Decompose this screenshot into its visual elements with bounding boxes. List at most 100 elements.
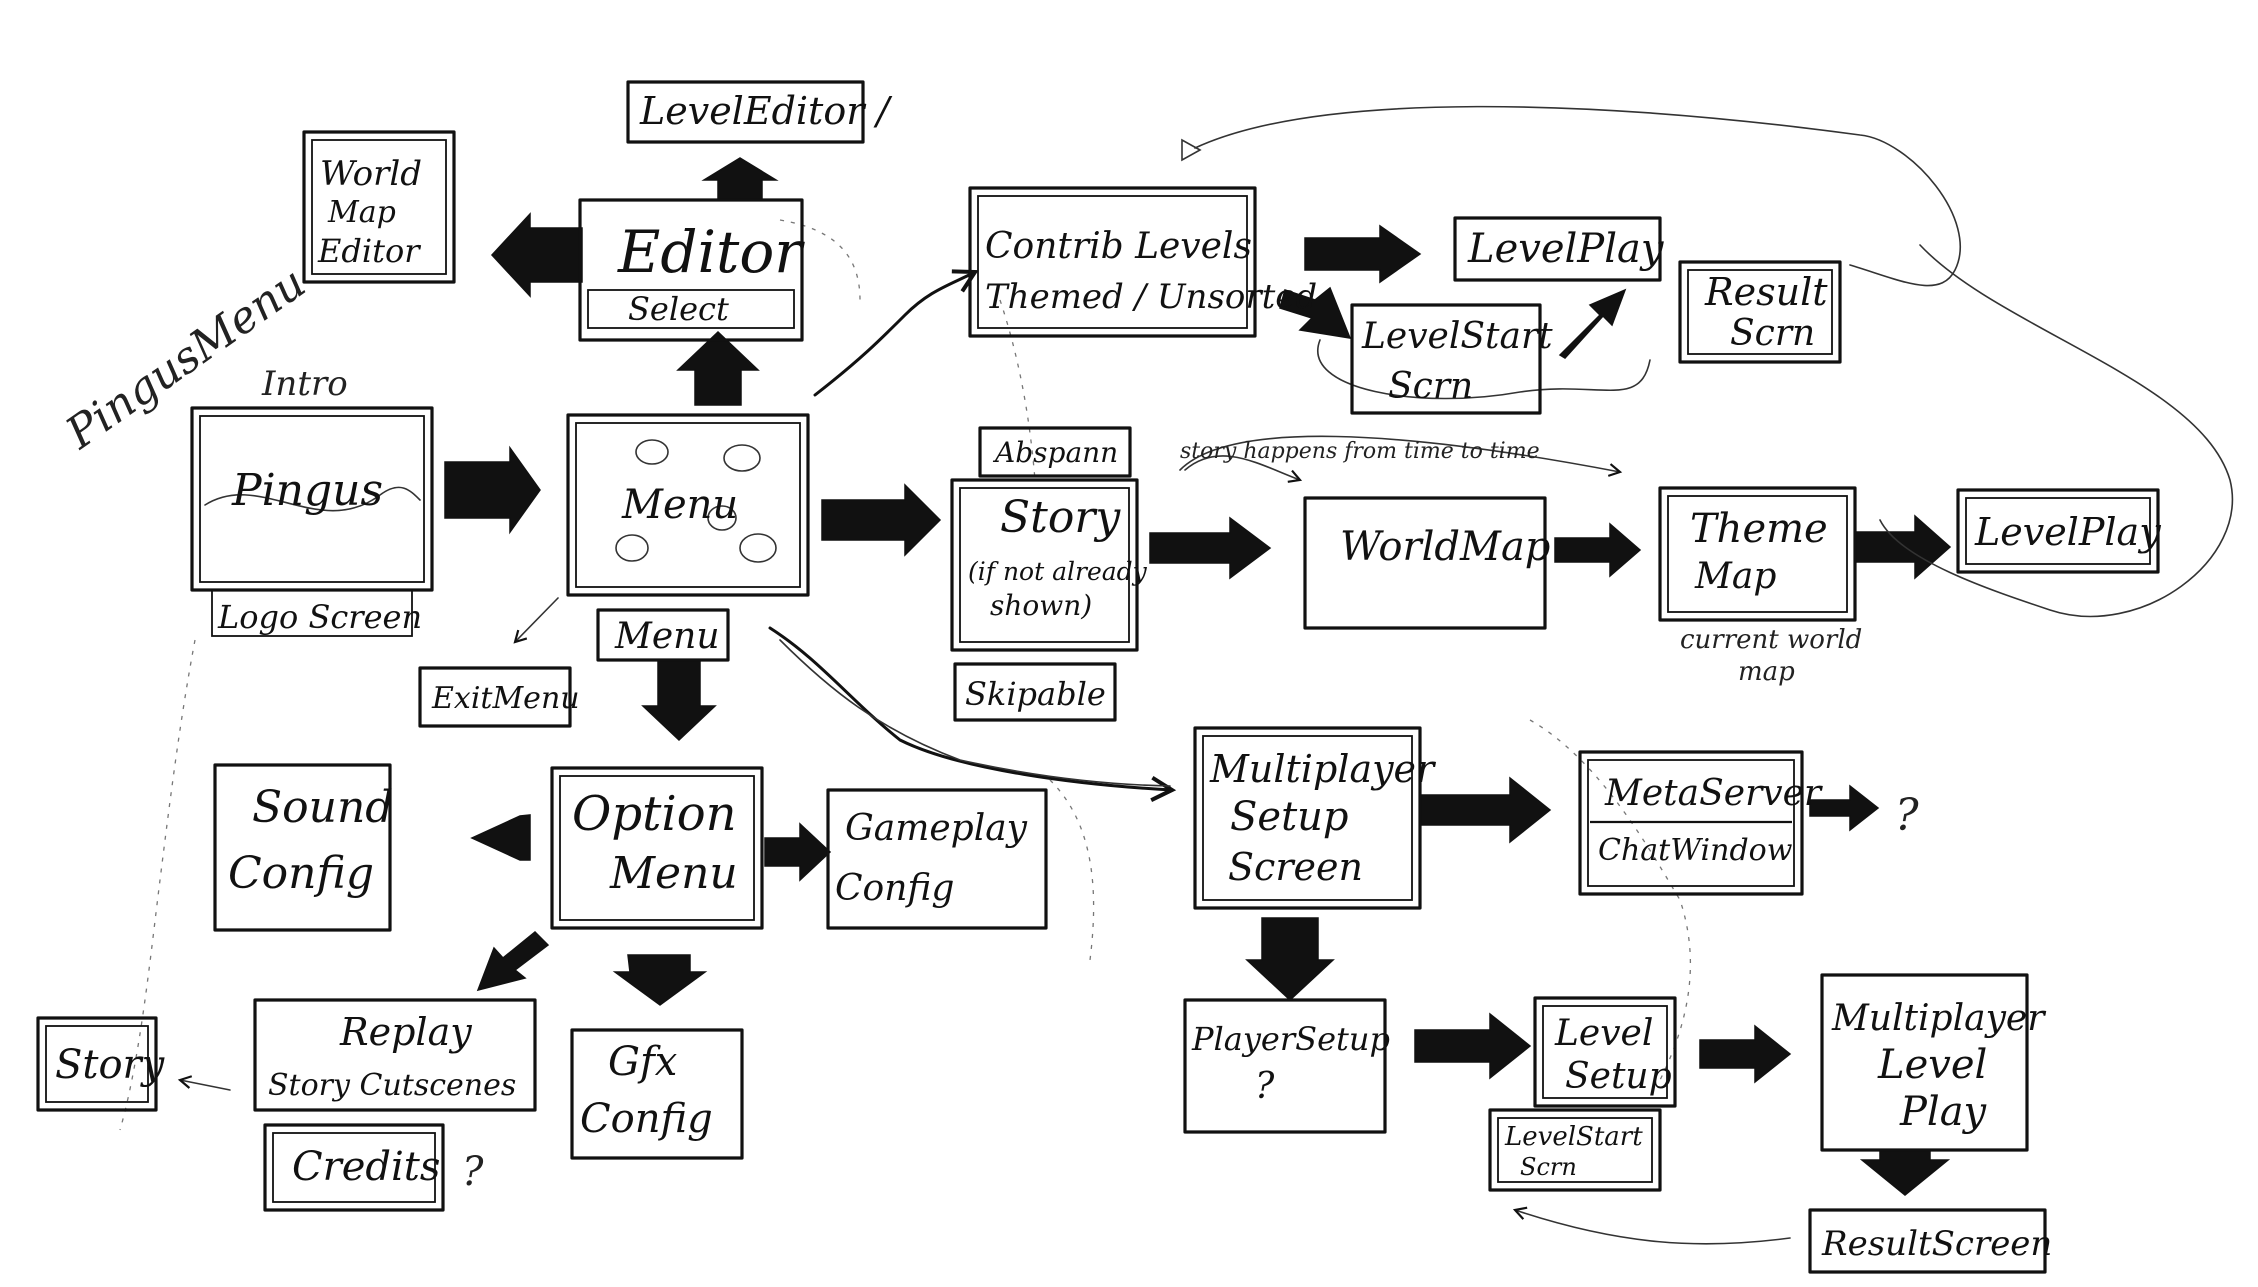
contrib-levels-line1: Contrib Levels <box>985 226 1252 267</box>
world-map-editor-box: World Map Editor <box>302 130 456 284</box>
result-screen-top-box: Result Scrn <box>1678 260 1842 364</box>
exit-menu-box: ExitMenu <box>418 666 580 728</box>
chat-window-label: ChatWindow <box>1598 833 1793 868</box>
result-screen-top-line2: Scrn <box>1730 313 1815 354</box>
edge-story-note-to-worldmap <box>1184 455 1303 483</box>
level-setup-box: Level Setup <box>1533 996 1677 1108</box>
gameplay-config-line1: Gameplay <box>845 808 1028 849</box>
gfx-config-line2: Config <box>580 1096 713 1142</box>
level-play-right-box: LevelPlay <box>1956 488 2161 574</box>
gameplay-config-line2: Config <box>835 868 954 909</box>
story-note-annotation: story happens from time to time <box>1180 439 1540 464</box>
theme-map-box: Theme Map <box>1658 486 1857 622</box>
arrow-playersetup-to-levelsetup <box>1414 1012 1532 1080</box>
multiplayer-level-play-line1: Multiplayer <box>1831 998 2046 1039</box>
replay-story-box: Replay Story Cutscenes <box>253 998 537 1112</box>
arrow-worldmap-to-thememap <box>1554 522 1642 578</box>
theme-map-line2: Map <box>1694 556 1776 597</box>
arrow-multiplayer-to-metaserver <box>1419 776 1552 844</box>
abspann-label: Abspann <box>992 436 1118 469</box>
result-screen-top-line1: Result <box>1704 270 1828 314</box>
multiplayer-level-play-line3: Play <box>1899 1089 1988 1135</box>
level-editor-box: LevelEditor / <box>626 80 892 144</box>
replay-story-line2: Story Cutscenes <box>268 1068 516 1103</box>
level-play-right-label: LevelPlay <box>1974 510 2161 554</box>
edge-menu-to-multiplayer <box>768 626 1177 802</box>
level-start-screen-top-line1: LevelStart <box>1361 316 1553 357</box>
arrow-menu-to-editorselect <box>676 330 760 406</box>
editor-select-line1: Editor <box>617 218 805 286</box>
logo-screen-box: Pingus Logo Screen <box>190 406 434 637</box>
gfx-config-line1: Gfx <box>608 1039 677 1085</box>
story-box: Story (if not already shown) <box>950 478 1148 652</box>
meta-server-question-mark: ? <box>1895 790 1919 841</box>
edge-levelstart-loop <box>1317 339 1651 400</box>
arrow-levelstart-to-levelplay <box>1558 288 1627 359</box>
arrow-mpplay-to-result <box>1859 1149 1951 1196</box>
world-map-editor-line3: Editor <box>317 232 421 270</box>
story-small-label: Story <box>55 1042 166 1088</box>
arrow-contrib-to-levelplay <box>1304 224 1422 284</box>
multiplayer-setup-line1: Multiplayer <box>1209 747 1437 791</box>
level-setup-line2: Setup <box>1565 1056 1672 1097</box>
editor-select-box: Editor Select <box>578 198 805 342</box>
editor-select-line2: Select <box>628 290 729 328</box>
edge-replay-to-story <box>177 1075 231 1091</box>
credits-box: Credits <box>263 1123 445 1212</box>
arrow-optionmenu-to-gameplay <box>764 822 832 882</box>
gameplay-config-box: Gameplay Config <box>826 788 1048 930</box>
multiplayer-setup-box: Multiplayer Setup Screen <box>1193 726 1437 910</box>
option-menu-line1: Option <box>572 786 737 842</box>
main-menu-box: Menu Menu <box>566 413 810 662</box>
theme-map-line1: Theme <box>1690 506 1828 552</box>
edge-result-loop-top-arrow <box>1181 138 1202 162</box>
story-line2: (if not already <box>968 557 1148 586</box>
level-setup-line1: Level <box>1554 1013 1653 1054</box>
option-menu-line2: Menu <box>609 848 738 899</box>
current-world-map-line1: current world <box>1680 625 1862 655</box>
level-start-screen-top-line2: Scrn <box>1388 366 1473 407</box>
contrib-levels-line2: Themed / Unsorted <box>985 277 1317 317</box>
level-editor-label: LevelEditor / <box>639 89 892 133</box>
level-play-top-label: LevelPlay <box>1467 226 1665 272</box>
result-screen-bottom-label: ResultScreen <box>1821 1224 2052 1264</box>
player-setup-line2: ? <box>1255 1066 1275 1107</box>
edge-result-loop-top <box>1194 105 1962 287</box>
arrow-metaserver-to-q <box>1809 784 1880 832</box>
sound-config-line1: Sound <box>252 782 393 833</box>
arrow-menu-to-story <box>821 483 942 557</box>
arrow-contrib-to-levelstart <box>1279 286 1352 339</box>
credits-label: Credits <box>292 1144 440 1190</box>
arrow-editorselect-to-leveleditor <box>701 157 779 201</box>
skippable-label: Skipable <box>965 675 1106 713</box>
world-map-editor-line1: World <box>320 154 422 194</box>
edge-menu-to-contrib <box>813 269 979 397</box>
player-setup-line1: PlayerSetup <box>1191 1020 1390 1058</box>
sound-config-line2: Config <box>228 848 374 899</box>
edges <box>119 105 2233 1245</box>
gfx-config-box: Gfx Config <box>570 1028 744 1160</box>
arrow-pingus-to-menu <box>444 445 541 535</box>
arrow-levelsetup-to-mpplay <box>1699 1024 1792 1084</box>
logo-screen-note: Logo Screen <box>217 598 422 636</box>
world-map-box: WorldMap <box>1303 496 1550 630</box>
edge-menu-to-exitmenu <box>513 597 559 644</box>
abspann-box: Abspann <box>978 426 1132 478</box>
world-map-editor-line2: Map <box>327 195 396 230</box>
level-start-screen-bottom-line2: Scrn <box>1520 1153 1577 1181</box>
multiplayer-setup-line3: Screen <box>1228 845 1363 889</box>
story-line3: shown) <box>990 589 1092 622</box>
story-line1: Story <box>1000 492 1121 543</box>
story-small-box: Story <box>36 1016 166 1112</box>
result-screen-bottom-box: ResultScreen <box>1808 1208 2052 1274</box>
main-menu-inner-label: Menu <box>621 482 738 528</box>
arrow-multiplayer-to-playersetup <box>1245 917 1335 1002</box>
arrow-optionmenu-to-soundconfig <box>470 814 531 861</box>
credits-question-mark: ? <box>462 1149 484 1195</box>
skippable-box: Skipable <box>953 662 1117 722</box>
edge-levelplay-loop <box>1879 244 2233 618</box>
meta-server-label: MetaServer <box>1604 773 1823 814</box>
multiplayer-level-play-box: Multiplayer Level Play <box>1820 973 2046 1152</box>
replay-story-line1: Replay <box>339 1010 472 1054</box>
